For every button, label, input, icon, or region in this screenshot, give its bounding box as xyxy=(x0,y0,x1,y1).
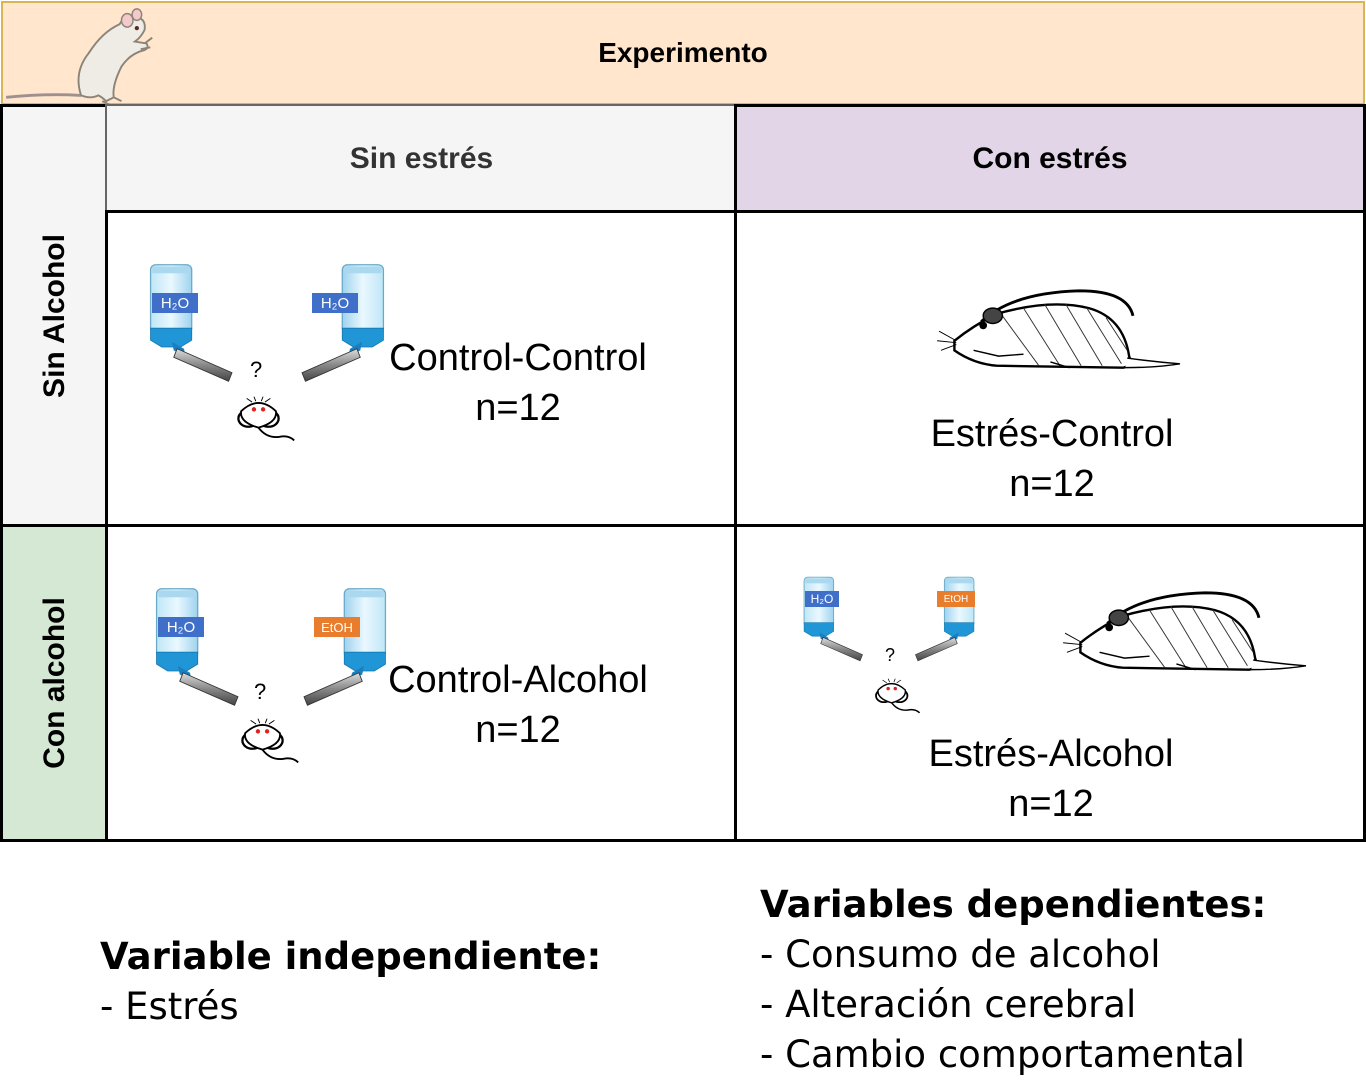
row-label-sin-alcohol: Sin Alcohol xyxy=(37,234,71,398)
group-label-control-alcohol: Control-Alcohol n=12 xyxy=(368,655,668,755)
column-header-con-estres: Con estrés xyxy=(734,104,1366,214)
ethanol-label: EtOH xyxy=(937,591,975,607)
water-bottle-icon xyxy=(152,587,264,707)
column-label-sin-estres: Sin estrés xyxy=(349,142,494,175)
group-n: n=12 xyxy=(475,709,561,751)
group-name: Estrés-Alcohol xyxy=(928,733,1174,775)
ethanol-label: EtOH xyxy=(314,617,360,637)
ethanol-bottle-icon xyxy=(897,569,977,669)
cell-control-alcohol: H₂O EtOH ? Control-Alcohol n=12 xyxy=(105,524,738,842)
group-n: n=12 xyxy=(1009,463,1095,505)
dependent-variable-item: - Cambio comportamental xyxy=(760,1033,1246,1076)
row-header-con-alcohol: Con alcohol xyxy=(0,524,109,842)
independent-variable-title: Variable independiente: xyxy=(100,935,602,978)
mouse-head-icon xyxy=(236,717,300,775)
group-name: Estrés-Control xyxy=(930,413,1174,455)
independent-variable-block: Variable independiente: - Estrés xyxy=(100,932,601,1032)
water-bottle-icon xyxy=(146,263,258,383)
choice-question-mark: ? xyxy=(254,679,267,704)
group-name: Control-Control xyxy=(389,337,647,379)
water-bottle-icon xyxy=(801,569,881,669)
mouse-head-icon xyxy=(232,395,296,453)
dependent-variables-block: Variables dependientes: - Consumo de alc… xyxy=(760,880,1266,1080)
experiment-title: Experimento xyxy=(598,37,768,68)
water-label: H₂O xyxy=(158,617,204,637)
water-label: H₂O xyxy=(152,293,198,313)
water-label: H₂O xyxy=(805,591,839,607)
independent-variable-item: - Estrés xyxy=(100,985,239,1028)
group-label-estres-control: Estrés-Control n=12 xyxy=(902,409,1202,509)
group-label-control-control: Control-Control n=12 xyxy=(368,333,668,433)
dependent-variable-item: - Consumo de alcohol xyxy=(760,933,1161,976)
cell-estres-control: Estrés-Control n=12 xyxy=(734,210,1366,528)
column-label-con-estres: Con estrés xyxy=(972,142,1128,175)
cell-control-control: H₂O H₂O ? Control-Control n=12 xyxy=(105,210,738,528)
group-n: n=12 xyxy=(1008,783,1094,825)
dependent-variable-item: - Alteración cerebral xyxy=(760,983,1137,1026)
choice-question-mark: ? xyxy=(885,645,896,665)
water-label: H₂O xyxy=(312,293,358,313)
cell-estres-alcohol: H₂O EtOH ? Estrés-Alcohol n=12 xyxy=(734,524,1366,842)
choice-question-mark: ? xyxy=(250,357,263,382)
experiment-header: Experimento xyxy=(1,1,1365,105)
restrained-rat-icon xyxy=(1053,589,1319,685)
group-name: Control-Alcohol xyxy=(388,659,648,701)
row-label-con-alcohol: Con alcohol xyxy=(37,597,71,769)
group-n: n=12 xyxy=(475,387,561,429)
restrained-rat-icon xyxy=(932,287,1188,383)
dependent-variables-title: Variables dependientes: xyxy=(760,883,1267,926)
row-header-sin-alcohol: Sin Alcohol xyxy=(0,104,109,528)
group-label-estres-alcohol: Estrés-Alcohol n=12 xyxy=(901,729,1201,829)
column-header-sin-estres: Sin estrés xyxy=(105,104,738,214)
mouse-head-icon xyxy=(871,677,921,723)
